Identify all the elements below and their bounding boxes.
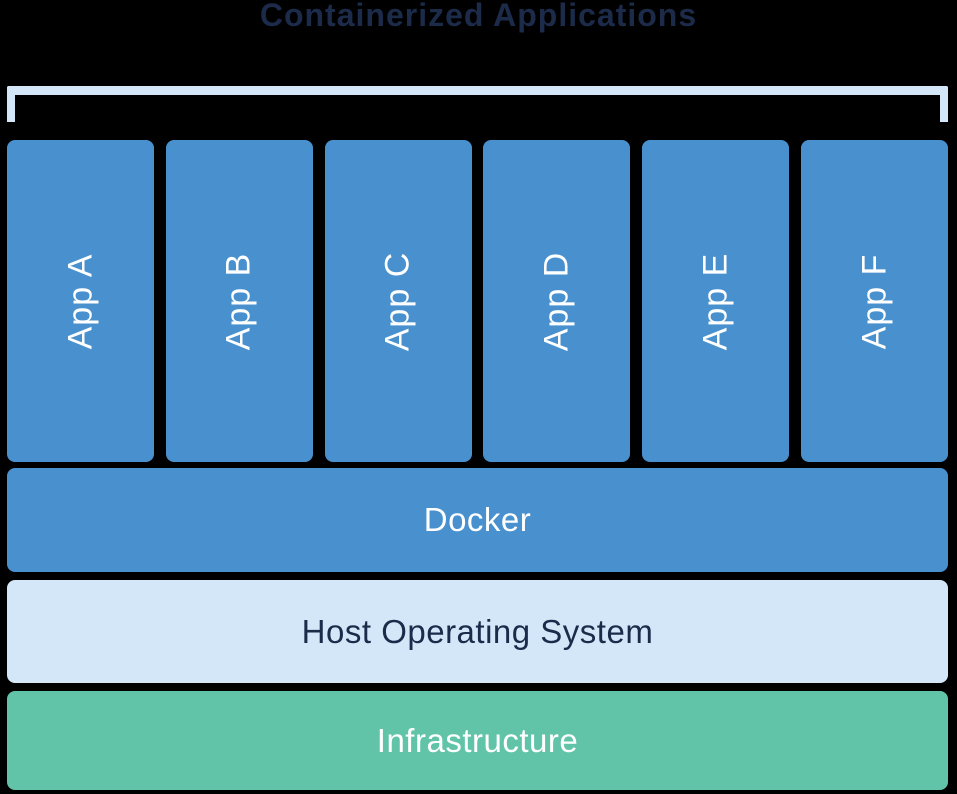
host-os-label: Host Operating System	[301, 612, 654, 650]
app-label-f: App F	[854, 253, 893, 349]
app-label-c: App C	[378, 251, 417, 351]
infrastructure-layer: Infrastructure	[7, 691, 948, 790]
app-box-c: App C	[324, 140, 472, 462]
app-label-d: App D	[537, 251, 576, 351]
host-os-layer: Host Operating System	[7, 580, 948, 683]
docker-layer: Docker	[7, 468, 948, 572]
apps-row: App A App B App C App D App E App F	[7, 140, 948, 462]
app-label-e: App E	[696, 252, 735, 350]
diagram-title: Containerized Applications	[259, 0, 698, 33]
containers-bracket	[7, 86, 948, 122]
app-label-a: App A	[61, 253, 99, 349]
app-box-b: App B	[165, 140, 313, 462]
app-label-b: App B	[219, 252, 258, 350]
app-box-e: App E	[642, 140, 790, 462]
docker-label: Docker	[423, 501, 532, 538]
app-box-a: App A	[7, 140, 154, 462]
infrastructure-label: Infrastructure	[376, 721, 579, 759]
app-box-f: App F	[800, 140, 948, 462]
app-box-d: App D	[483, 140, 631, 462]
